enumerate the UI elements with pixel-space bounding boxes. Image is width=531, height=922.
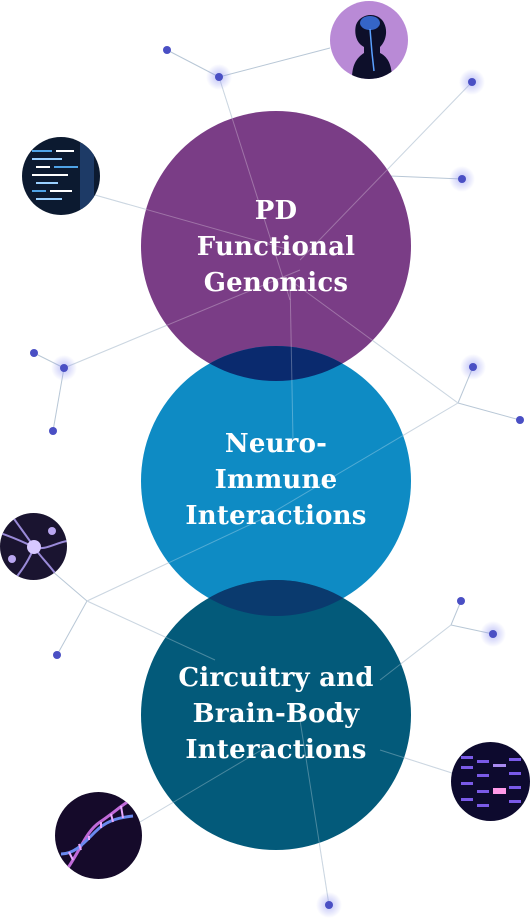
label-line: Neuro- [224,429,328,459]
label-line: Genomics [203,268,349,298]
label-line: PD [254,196,298,226]
label-line: Circuitry and [178,663,374,693]
code-screen-icon [22,137,100,215]
label-line: Functional [196,232,356,262]
label-circuitry-brain-body: Circuitry and Brain-Body Interactions [166,660,386,768]
network-nodes [30,46,524,918]
human-brain-icon [330,1,408,79]
label-line: Interactions [185,735,367,765]
label-pd-functional-genomics: PD Functional Genomics [166,193,386,301]
circle-neuro-immune [141,346,411,616]
label-line: Interactions [185,501,367,531]
label-line: Immune [214,465,338,495]
label-line: Brain-Body [192,699,360,729]
gel-electrophoresis-icon [451,742,530,821]
dna-helix-icon [55,792,142,879]
circle-pd-functional-genomics [141,111,411,381]
circle-circuitry-brain-body [141,580,411,850]
label-neuro-immune: Neuro- Immune Interactions [166,426,386,534]
neuron-network-icon [0,513,67,580]
